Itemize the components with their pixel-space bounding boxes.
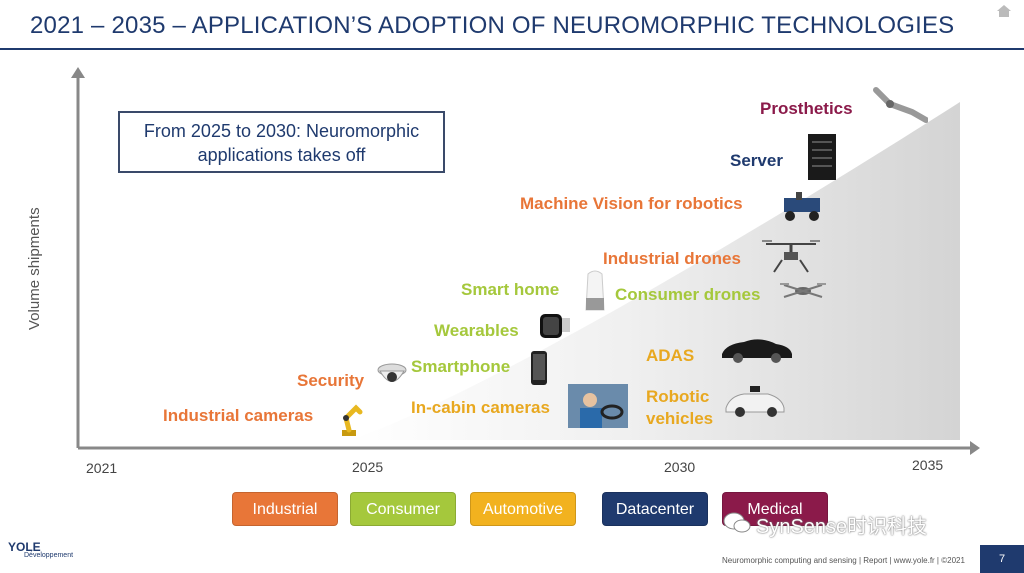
footer-text: Neuromorphic computing and sensing | Rep… (722, 556, 965, 565)
label-machine-vision: Machine Vision for robotics (520, 194, 743, 213)
server-icon (808, 134, 836, 180)
legend-datacenter: Datacenter (602, 492, 708, 526)
label-robotic-line-1: Robotic (646, 387, 710, 406)
page-title: 2021 – 2035 – APPLICATION’S ADOPTION OF … (30, 12, 955, 39)
watermark-text: SynSense时识科技 (756, 516, 928, 538)
x-tick-2021: 2021 (86, 460, 118, 476)
car-icon (722, 339, 792, 363)
y-axis-label: Volume shipments (26, 207, 43, 330)
x-axis-arrow (970, 441, 980, 455)
label-security: Security (297, 371, 365, 390)
callout-line-1: From 2025 to 2030: Neuromorphic (143, 121, 420, 141)
callout-line-2: applications takes off (197, 145, 366, 165)
smartwatch-icon (540, 314, 570, 338)
self-driving-car-icon (725, 386, 785, 417)
robot-arm-icon (342, 404, 363, 436)
label-industrial-cameras: Industrial cameras (163, 406, 314, 425)
y-axis-arrow (71, 67, 85, 78)
rover-icon (784, 192, 820, 221)
car-interior-icon (568, 384, 628, 428)
logo-subtext: Développement (24, 552, 74, 559)
title-divider (0, 48, 1024, 50)
callout-box: From 2025 to 2030: Neuromorphic applicat… (118, 111, 445, 173)
adoption-area (348, 102, 961, 440)
x-tick-2030: 2030 (664, 459, 696, 475)
x-tick-2025: 2025 (352, 459, 384, 475)
smart-speaker-icon (585, 270, 605, 311)
label-smart-home: Smart home (461, 280, 560, 299)
x-tick-2035: 2035 (912, 457, 944, 473)
page-number: 7 (980, 545, 1024, 573)
legend-automotive: Automotive (470, 492, 576, 526)
home-icon[interactable] (996, 4, 1012, 18)
smartphone-icon (531, 351, 547, 385)
label-robotic-vehicles: Robotic vehicles (646, 386, 713, 430)
label-prosthetics: Prosthetics (760, 99, 853, 118)
prosthetic-arm-icon (873, 87, 928, 123)
security-camera-icon (377, 363, 407, 382)
drone-icon (762, 240, 820, 273)
label-smartphone: Smartphone (411, 357, 511, 376)
label-consumer-drones: Consumer drones (615, 285, 761, 304)
yole-logo: YOLE Développement (8, 540, 73, 559)
label-wearables: Wearables (434, 321, 519, 340)
consumer-drone-icon (780, 283, 826, 298)
label-adas: ADAS (646, 346, 695, 365)
legend-industrial: Industrial (232, 492, 338, 526)
legend-consumer: Consumer (350, 492, 456, 526)
label-industrial-drones: Industrial drones (603, 249, 741, 268)
logo-text: YOLE (8, 540, 41, 554)
wechat-icon (723, 512, 751, 533)
label-robotic-line-2: vehicles (646, 409, 714, 428)
label-server: Server (730, 151, 783, 170)
label-in-cabin-cameras: In-cabin cameras (411, 398, 550, 417)
